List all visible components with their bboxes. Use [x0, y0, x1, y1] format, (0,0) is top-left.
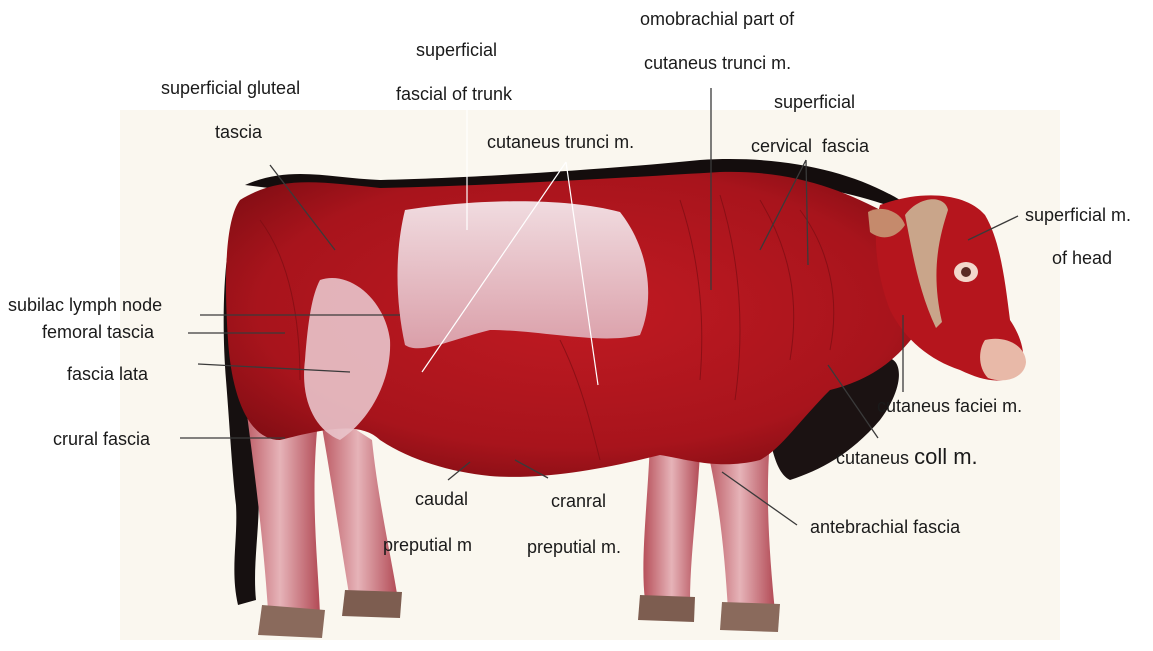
label-fascia-lata: fascia lata [67, 364, 148, 384]
label-coll-a: cutaneus [836, 448, 909, 468]
leader-trunci-b [566, 162, 598, 385]
label-caudal-2: preputial m [383, 535, 472, 555]
label-femoral: femoral tascia [42, 322, 154, 342]
label-cranral: cranral [551, 491, 606, 511]
label-superficial-gluteal-2: tascia [215, 122, 262, 142]
label-faciei: cutaneus faciei m. [877, 396, 1022, 416]
label-superficial-trunk-2: fascial of trunk [396, 84, 512, 104]
label-head: superficial m. [1025, 205, 1131, 225]
label-crural: crural fascia [53, 429, 150, 449]
label-antebrachial: antebrachial fascia [810, 517, 960, 537]
label-cervical-2: cervical fascia [751, 136, 869, 156]
label-superficial-gluteal: superficial gluteal [161, 78, 300, 98]
label-head-2: of head [1052, 248, 1112, 268]
leader-trunci-a [422, 162, 566, 372]
label-subilac: subilac lymph node [8, 295, 162, 315]
label-cutaneus-trunci: cutaneus trunci m. [487, 132, 634, 152]
label-caudal: caudal [415, 489, 468, 509]
label-omobrachial-2: cutaneus trunci m. [644, 53, 791, 73]
label-coll-b: coll m. [914, 444, 978, 469]
label-cervical: superficial [774, 92, 855, 112]
label-omobrachial: omobrachial part of [640, 9, 794, 29]
label-cranral-2: preputial m. [527, 537, 621, 557]
label-superficial-trunk: superficial [416, 40, 497, 60]
label-coll: cutaneus coll m. [836, 447, 978, 468]
